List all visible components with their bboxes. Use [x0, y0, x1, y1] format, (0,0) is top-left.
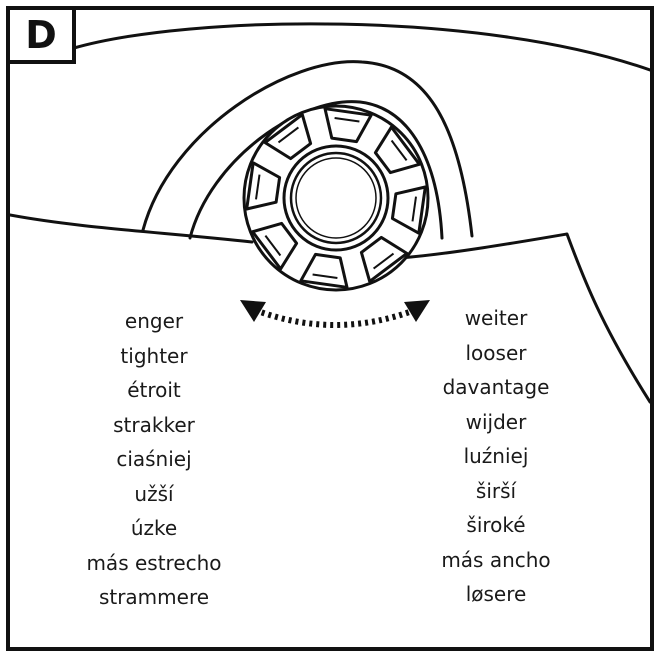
- tighter-label: más estrecho: [86, 550, 222, 575]
- dial-grip-ridge-detail: [312, 273, 338, 279]
- looser-label-list: weiter looser davantage wijder luźniej š…: [366, 301, 626, 612]
- looser-label: looser: [465, 340, 527, 365]
- tighter-label: ciaśniej: [116, 447, 192, 471]
- looser-label: davantage: [442, 375, 550, 399]
- adjustment-dial-icon: [242, 104, 430, 292]
- dial-grip-ridge: [323, 107, 373, 144]
- illustration-panel: D enger tighter étroit strakker ciaśniej…: [6, 6, 654, 651]
- strap-arch-outer: [141, 60, 474, 238]
- dial-grip-ridge-detail: [255, 174, 261, 200]
- helmet-shell-outline: [72, 22, 650, 72]
- dial-grip-ridge-detail: [264, 234, 282, 257]
- tighter-label: užší: [134, 481, 174, 506]
- panel-label: D: [10, 10, 76, 64]
- dial-grip-ridge-detail: [334, 117, 360, 123]
- looser-label: løsere: [465, 582, 527, 606]
- looser-label: široké: [466, 513, 526, 537]
- tighter-label-list: enger tighter étroit strakker ciaśniej u…: [24, 304, 284, 615]
- looser-label: širší: [475, 478, 517, 503]
- dial-grip-ridge: [245, 161, 282, 211]
- looser-label: weiter: [464, 306, 528, 330]
- tighter-label: tighter: [120, 343, 188, 368]
- dial-grip-ridge-detail: [390, 139, 408, 162]
- dial-grip-ridge-detail: [372, 252, 395, 270]
- looser-label: más ancho: [441, 547, 551, 572]
- dial-grip-ridge: [299, 252, 349, 289]
- helmet-illustration: [10, 22, 650, 404]
- tighter-label: enger: [124, 309, 184, 333]
- strap-arch-inner: [188, 100, 444, 240]
- looser-label: luźniej: [463, 444, 529, 468]
- tighter-label: úzke: [130, 516, 178, 540]
- tighter-label: strammere: [98, 585, 210, 609]
- tighter-label: strakker: [113, 412, 195, 437]
- tighter-label: étroit: [127, 378, 181, 402]
- looser-label: wijder: [465, 409, 527, 434]
- helmet-body-outline: [10, 213, 650, 404]
- dial-grip-ridge-detail: [411, 196, 417, 222]
- dial-grip-ridge: [390, 185, 427, 235]
- dial-grip-ridge-detail: [277, 126, 300, 144]
- double-arrow-icon: [240, 300, 430, 328]
